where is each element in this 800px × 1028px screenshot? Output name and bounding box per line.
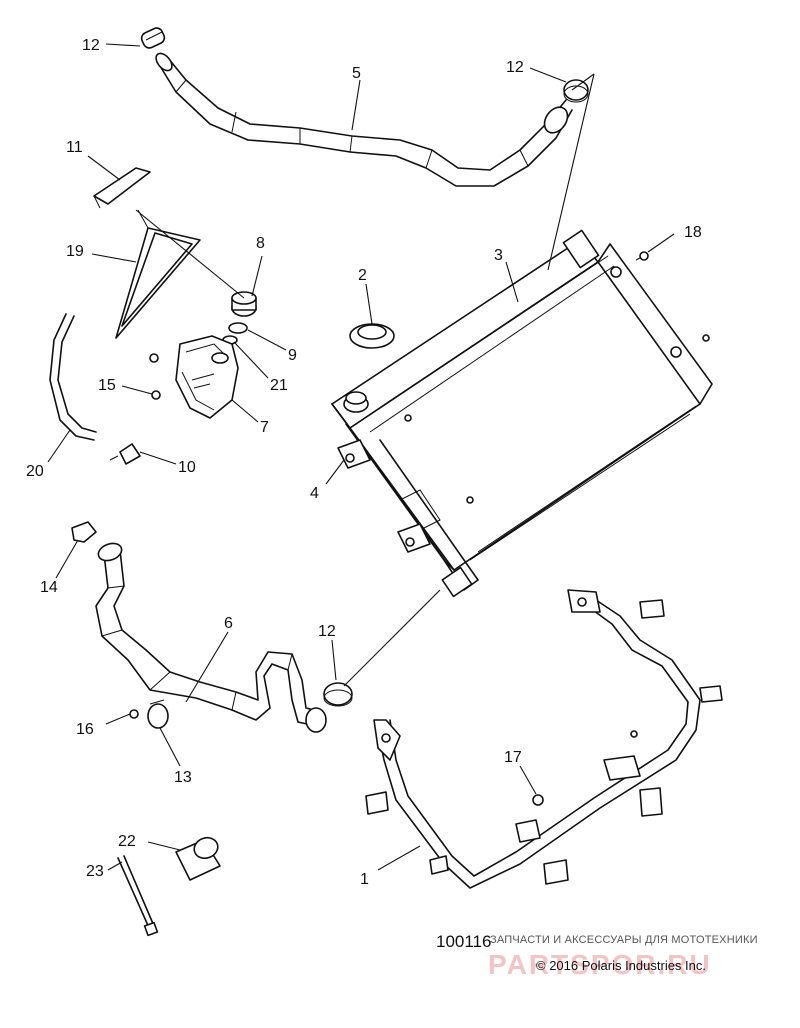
callout-19: 19 [66,243,84,260]
filler-neck [343,391,369,413]
cable-tie-23 [117,855,159,937]
callout-9: 9 [288,347,297,364]
copyright-notice: © 2016 Polaris Industries Inc. [536,958,706,973]
callout-17: 17 [504,749,522,766]
hose-clamp-14 [71,521,97,543]
callout-18: 18 [684,224,702,241]
callout-1: 1 [360,871,369,888]
callout-16: 16 [76,721,94,738]
bracket-11 [93,167,151,209]
strap-19 [115,209,201,339]
callout-2: 2 [358,267,367,284]
callout-13: 13 [174,769,192,786]
callout-15: 15 [98,377,116,394]
overflow-hose [49,313,97,441]
callout-6: 6 [224,615,233,632]
screw-16 [129,709,139,719]
callout-20: 20 [26,463,44,480]
seal-9 [228,322,248,334]
radiator-bracket-lower [397,523,431,553]
coolant-reservoir [175,335,239,419]
callout-5: 5 [352,65,361,82]
callout-23: 23 [86,863,104,880]
elbow-fitting [109,443,141,465]
radiator-cap [349,323,395,349]
diagram-number: 100116 [436,932,492,951]
hose-clamp-top-right [563,79,589,103]
svg-text:PARTSPOR.RU: PARTSPOR.RU [488,950,712,978]
callout-4: 4 [310,485,319,502]
watermark-text: ЗАПЧАСТИ И АКСЕССУАРЫ ДЛЯ МОТОТЕХНИКИ [490,934,758,946]
watermark-logo: PARTSPOR.RU [488,950,712,978]
screw-17 [532,730,638,806]
hose-clamp-lower [323,682,353,707]
frame [365,589,723,889]
hose-clamp-top-left [140,27,166,49]
upper-hose [155,52,573,187]
hose-clamp-13 [147,699,169,729]
callout-21: 21 [270,377,288,394]
screw-15 [149,353,161,400]
sleeve-22 [175,836,221,881]
radiator-bracket-left [337,439,371,469]
callout-7: 7 [260,419,269,436]
callout-10: 10 [178,459,196,476]
leader-lines [47,43,675,871]
screw-18 [635,251,649,261]
callout-14: 14 [40,579,58,596]
callout-labels: 12 5 12 11 19 8 2 3 18 9 21 15 7 10 20 4… [26,37,702,888]
callout-22: 22 [118,833,136,850]
radiator-grommets [404,266,710,504]
callout-12-lower: 12 [318,623,336,640]
callout-3: 3 [494,247,503,264]
callout-12-top-right: 12 [506,59,524,76]
callout-8: 8 [256,235,265,252]
callout-11: 11 [66,139,83,156]
callout-12-top-left: 12 [82,37,100,54]
lower-hose [95,542,327,733]
radiator [331,229,713,598]
